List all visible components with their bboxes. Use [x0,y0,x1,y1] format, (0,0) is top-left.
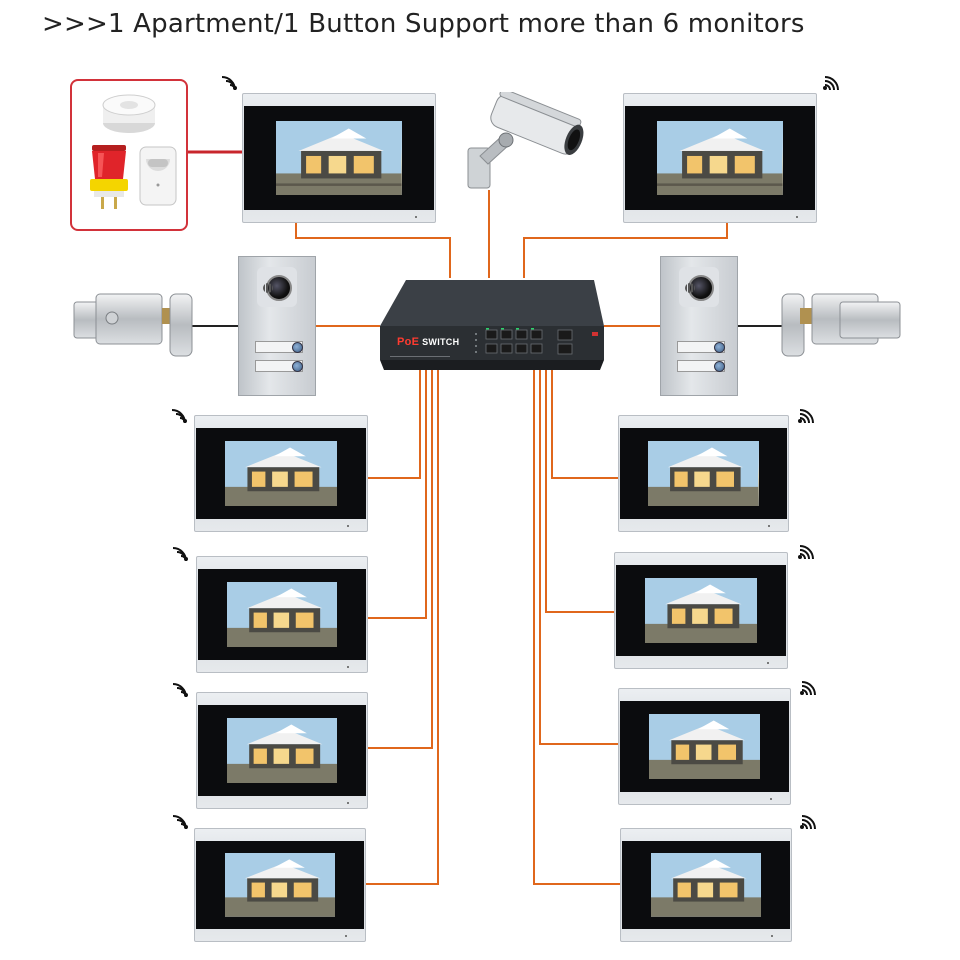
wifi-icon [798,545,814,560]
wire-right-monitor-2 [545,366,614,613]
monitor-screen [224,853,336,917]
wire-left-monitor-3 [368,366,433,749]
monitor-screen [276,120,402,196]
monitor-screen-bezel [620,428,787,519]
call-button-1-indicator [292,342,303,353]
wifi-icon [800,815,816,830]
monitor-screen-bezel [625,106,815,210]
house-image-icon [226,717,338,784]
monitor-screen-bezel [622,841,790,929]
monitor-screen-bezel [196,428,366,519]
monitor-screen-bezel [244,106,434,210]
monitor-left-4 [194,828,366,942]
house-image-icon [276,120,402,196]
monitor-screen [226,581,338,648]
monitor-screen [644,577,758,644]
monitor-screen [648,713,761,780]
call-button-2-indicator [714,361,725,372]
monitor-screen [224,440,338,507]
monitor-top-right [623,93,817,223]
door-station-left [238,256,316,396]
wire-top-left-monitor [295,222,451,278]
wifi-icon [172,815,188,830]
poe-brand-text: PoE [397,336,420,348]
status-led [347,666,349,668]
call-button-1-indicator [714,342,725,353]
speaker-icon [685,283,695,293]
door-station-right [660,256,738,396]
status-led [771,935,773,937]
house-image-icon [648,440,759,507]
monitor-right-2 [614,552,788,669]
electric-lock-icon [781,293,901,357]
status-led [768,525,770,527]
wire-right-monitor-4 [533,366,620,885]
status-led [347,525,349,527]
house-image-icon [657,120,783,196]
cctv-camera-icon [467,92,584,189]
speaker-icon [263,283,273,293]
status-led [767,662,769,664]
monitor-left-2 [196,556,368,673]
status-led [345,935,347,937]
wire-left-monitor-1 [368,366,421,479]
house-image-icon [224,440,338,507]
house-image-icon [650,853,762,917]
call-button-2-indicator [292,361,303,372]
wifi-icon [171,409,187,424]
monitor-screen-bezel [616,565,786,656]
monitor-right-3 [618,688,791,805]
wire-left-monitor-2 [368,366,427,619]
status-led [415,216,417,218]
monitor-screen [648,440,759,507]
wifi-icon [172,547,188,562]
monitor-left-1 [194,415,368,532]
smoke-detector-icon [102,94,156,133]
house-image-icon [644,577,758,644]
wire-left-monitor-4 [366,366,439,885]
monitor-screen [226,717,338,784]
monitor-right-4 [620,828,792,942]
status-led [770,798,772,800]
monitor-screen-bezel [198,705,366,796]
house-image-icon [224,853,336,917]
switch-text: SWITCH [422,337,460,347]
monitor-screen-bezel [198,569,366,660]
monitor-left-3 [196,692,368,809]
monitor-screen [657,120,783,196]
house-image-icon [648,713,761,780]
poe-switch-label: PoE SWITCH [397,336,459,348]
monitor-screen-bezel [620,701,789,792]
page-title: >>>1 Apartment/1 Button Support more tha… [42,9,805,39]
monitor-screen [650,853,762,917]
status-led [347,802,349,804]
monitor-top-left [242,93,436,223]
wifi-icon [798,409,814,424]
alarm-siren-icon [90,145,128,209]
monitor-screen-bezel [196,841,364,929]
wifi-icon [823,76,839,91]
wifi-icon [800,681,816,696]
alarm-sensor-group [70,79,188,231]
status-led [796,216,798,218]
wire-right-monitor-3 [539,366,618,745]
wifi-icon [172,683,188,698]
motion-sensor-icon [139,146,177,206]
electric-lock-icon [73,293,193,357]
poe-switch-icon [380,280,604,370]
house-image-icon [226,581,338,648]
wire-right-monitor-1 [551,366,618,479]
monitor-right-1 [618,415,789,532]
wifi-icon [221,76,237,91]
wire-top-right-monitor [523,222,728,278]
